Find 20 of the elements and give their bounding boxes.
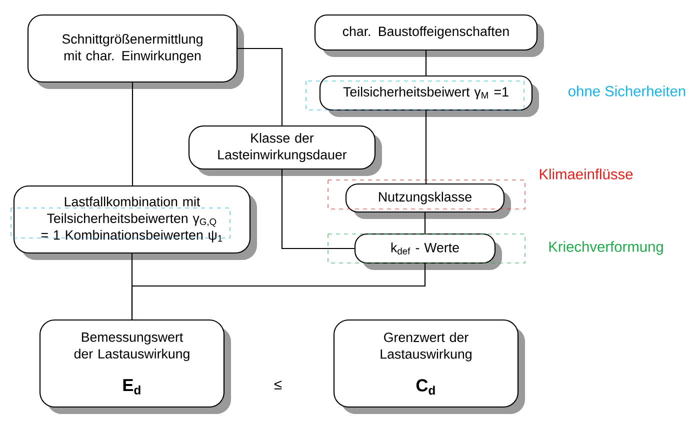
process-box: Klasse der Lasteinwirkungsdauer <box>188 125 382 176</box>
connector-line <box>425 110 427 184</box>
connector-line <box>131 264 426 320</box>
connector-line <box>281 170 354 250</box>
relation-symbol: ≤ <box>274 380 282 390</box>
connector-line <box>238 48 283 126</box>
connector-line <box>424 212 426 234</box>
process-box: k$_{def}$ - Werte <box>354 233 502 270</box>
process-box: Lastfallkombination mit Teilsicherheitsbeiwerten γ$_{G,Q}$ = 1 Kombinationsbeiwerten ψ$_{1}$ <box>13 185 257 260</box>
annotation-label: Kriechverformung <box>549 241 663 255</box>
process-box: Bemessungswert der Lastauswirkung E$_{d}$ <box>39 319 231 414</box>
process-box: Teilsicherheitsbeiwert γ$_{M}$ =1 <box>319 75 539 117</box>
connector-line <box>132 82 134 186</box>
process-box: Schnittgrößenermittlung mit char. Einwirkungen <box>27 14 244 89</box>
process-box: Grenzwert der Lastauswirkung C$_{d}$ <box>333 319 525 414</box>
process-box: Nutzungsklasse <box>345 183 511 219</box>
process-box: char. Baustoffeigenschaften <box>314 14 544 57</box>
annotation-label: ohne Sicherheiten <box>568 86 686 96</box>
connector-line <box>425 50 427 76</box>
annotation-label: Klimaeinflüsse <box>540 168 633 180</box>
